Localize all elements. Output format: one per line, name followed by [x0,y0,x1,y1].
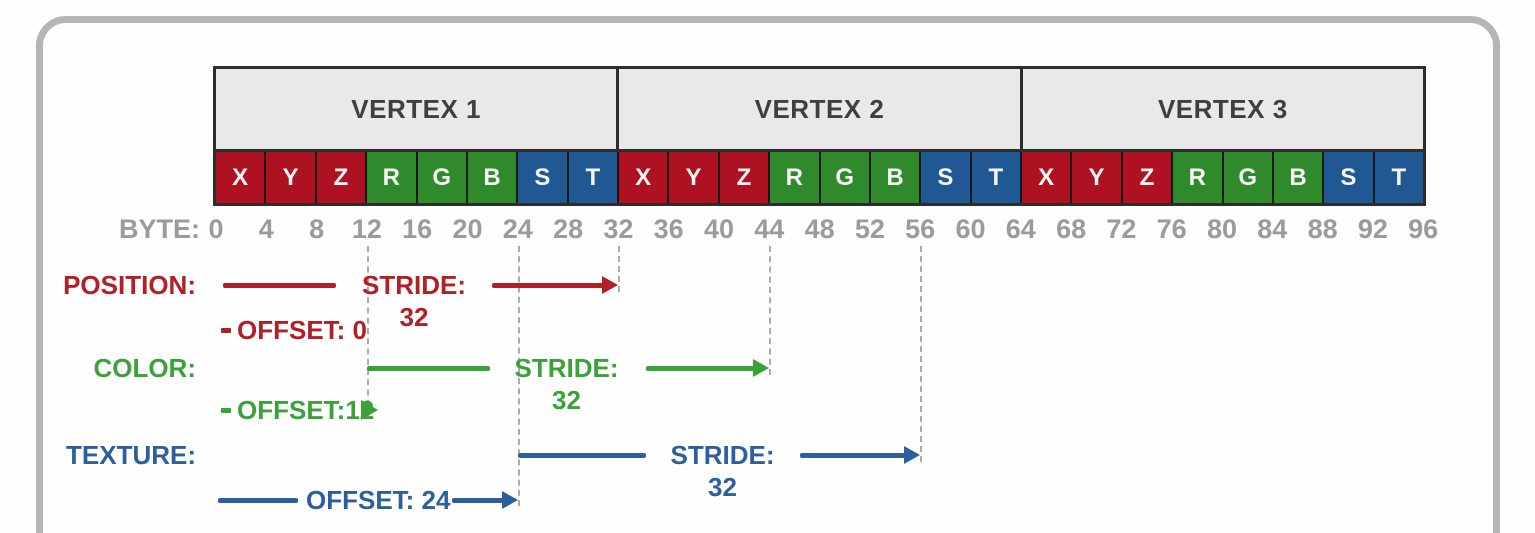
guide-byte-24 [517,246,520,506]
cell-color: R [768,152,819,203]
cell-color: B [465,152,517,203]
cell-texture: T [969,152,1020,203]
texture-stride-arrow [800,446,921,464]
cell-texture: S [1322,152,1373,203]
byte-tick: 72 [1106,214,1137,244]
position-stride-arrow [492,276,619,294]
position-label: POSITION: [63,270,196,300]
byte-tick: 4 [258,214,274,244]
position-offset-dash [221,328,231,333]
byte-tick: 92 [1357,214,1388,244]
cell-color: R [1171,152,1222,203]
cell-position: Z [1120,152,1172,203]
cell-texture: S [919,152,970,203]
rounded-frame [36,16,1500,533]
vertex-header: VERTEX 2 [616,69,1020,149]
byte-tick: 84 [1257,214,1288,244]
cell-color: G [818,152,869,203]
byte-tick: 68 [1056,214,1087,244]
vertex-header: VERTEX 3 [1019,69,1423,149]
texture-stride-text: STRIDE: 32 [670,440,775,502]
byte-tick: 56 [905,214,936,244]
texture-stride-lead-line [518,453,646,458]
cell-color: G [415,152,466,203]
cell-position: Y [1070,152,1121,203]
byte-tick: 16 [402,214,433,244]
byte-tick: 48 [804,214,835,244]
texture-label: TEXTURE: [66,440,196,470]
byte-tick: 0 [208,214,224,244]
byte-tick: 20 [452,214,483,244]
byte-tick: 28 [553,214,584,244]
byte-tick: 32 [603,214,634,244]
cell-texture: S [516,152,567,203]
cell-position: Y [264,152,315,203]
guide-byte-44 [769,246,772,375]
cell-texture: T [1372,152,1423,203]
byte-tick: 80 [1206,214,1238,244]
texture-offset-text: OFFSET: 24 [306,485,451,515]
guide-byte-56 [920,246,923,462]
position-stride-text: STRIDE: 32 [362,270,466,332]
byte-tick: 96 [1408,214,1439,244]
color-stride-lead-line [367,366,490,371]
byte-axis-label: BYTE: [119,214,200,244]
byte-tick: 12 [351,214,382,244]
byte-tick: 88 [1307,214,1338,244]
color-stride-arrow [646,359,770,377]
guide-byte-32 [618,246,621,292]
byte-tick: 24 [502,214,533,244]
cell-position: X [216,152,265,203]
color-stride-text: STRIDE: 32 [514,353,619,415]
guide-byte-12 [366,246,369,416]
byte-tick: 44 [754,214,785,244]
position-offset-text: OFFSET: 0 [237,315,368,345]
byte-tick: 8 [309,214,325,244]
byte-tick: 40 [703,214,735,244]
color-offset-text: OFFSET:12 [237,395,375,425]
color-label: COLOR: [93,353,196,383]
color-offset-arrowhead [361,400,378,420]
vertex-header: VERTEX 1 [216,69,617,149]
byte-tick: 60 [955,214,986,244]
cell-position: Z [314,152,366,203]
texture-offset-lead-line [218,498,298,503]
cell-color: G [1221,152,1272,203]
byte-tick: 64 [1005,214,1036,244]
byte-tick: 52 [854,214,885,244]
cell-position: X [617,152,668,203]
cell-color: B [868,152,920,203]
texture-offset-arrow [452,491,518,509]
cell-texture: T [566,152,617,203]
cell-color: B [1271,152,1323,203]
cell-position: Z [717,152,769,203]
cell-color: R [365,152,416,203]
byte-tick: 36 [653,214,684,244]
color-offset-dash [221,408,231,413]
cell-position: Y [667,152,718,203]
byte-tick: 76 [1156,214,1187,244]
cell-position: X [1020,152,1071,203]
position-stride-lead-line [223,283,336,288]
